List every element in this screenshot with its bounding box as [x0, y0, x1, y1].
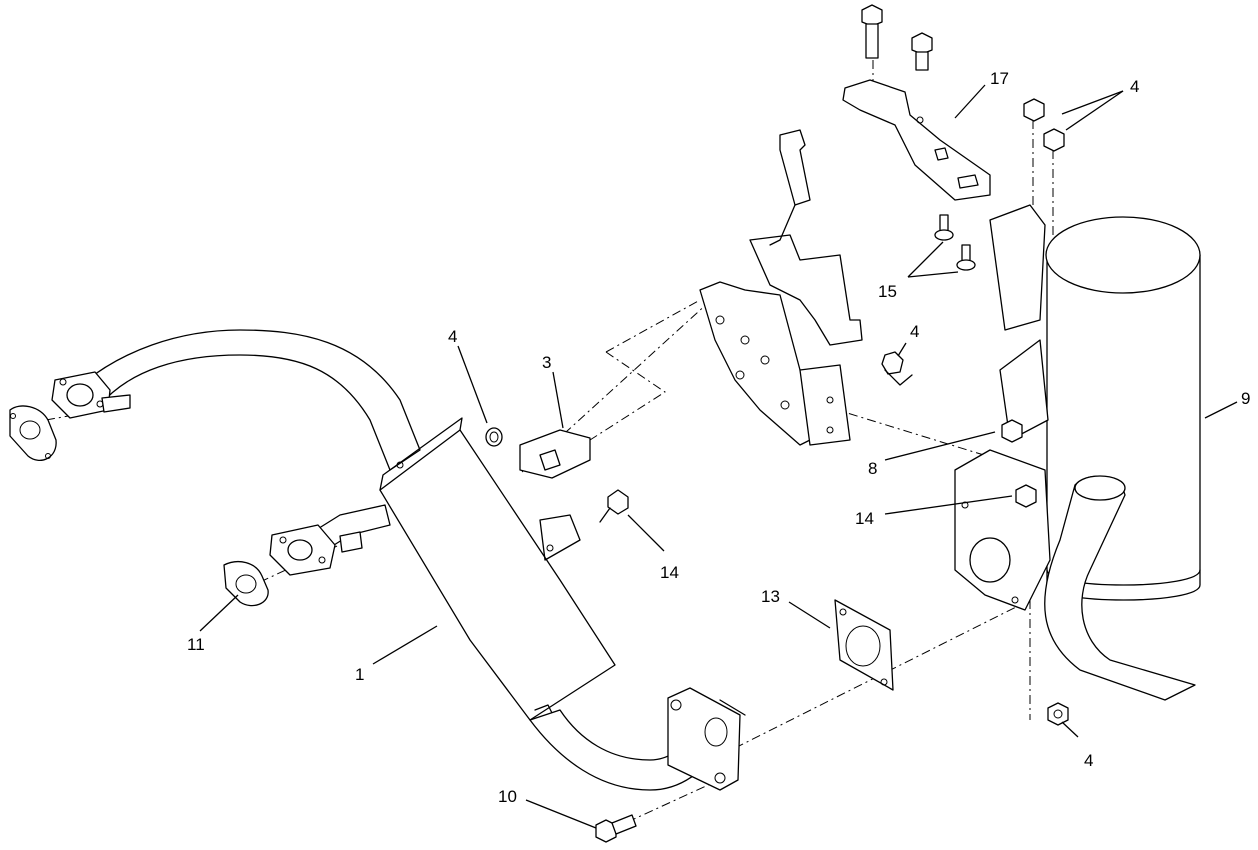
- callout-15: 15: [878, 282, 897, 301]
- callout-4-center: 4: [910, 322, 919, 341]
- leader-lines: [199, 84, 1238, 829]
- muffler-shield: [379, 417, 616, 721]
- bolts-8-14: [1001, 419, 1037, 508]
- bracket-spacer: [519, 429, 591, 479]
- callout-11: 11: [187, 635, 205, 654]
- upper-exhaust-pipe: [51, 329, 421, 471]
- square-gasket: [834, 599, 894, 691]
- top-bolts: [861, 4, 933, 71]
- nut-left: [485, 427, 503, 447]
- lower-gasket: [223, 561, 269, 607]
- callout-8: 8: [868, 459, 877, 478]
- callout-10: 10: [498, 787, 517, 806]
- callouts: 1 3 4 4 4 4 8 9 10 11 13 14 14 15 17: [187, 69, 1250, 806]
- nut-4-bottom: [1047, 702, 1069, 726]
- muffler-flange: [954, 449, 1051, 611]
- nut-center: [881, 351, 913, 386]
- outlet-pipe: [529, 687, 746, 791]
- callout-14-left: 14: [660, 563, 679, 582]
- callout-9: 9: [1241, 389, 1250, 408]
- upper-gasket: [9, 405, 57, 461]
- bolt-14-left: [599, 489, 629, 523]
- callout-14-right: 14: [855, 509, 874, 528]
- callout-13: 13: [761, 587, 780, 606]
- callout-3: 3: [542, 353, 551, 372]
- lower-exhaust-pipe: [269, 504, 391, 576]
- bolts-15: [934, 214, 976, 271]
- nuts-4-top: [1023, 98, 1065, 152]
- callout-4-left: 4: [448, 327, 457, 346]
- callout-4-top: 4: [1130, 77, 1139, 96]
- mounting-bracket: [699, 129, 863, 446]
- callout-4-bottom: 4: [1084, 751, 1093, 770]
- callout-17: 17: [990, 69, 1009, 88]
- callout-1: 1: [355, 665, 364, 684]
- top-bracket: [842, 79, 991, 201]
- bolt-10: [595, 814, 637, 843]
- tailpipe: [1044, 475, 1196, 701]
